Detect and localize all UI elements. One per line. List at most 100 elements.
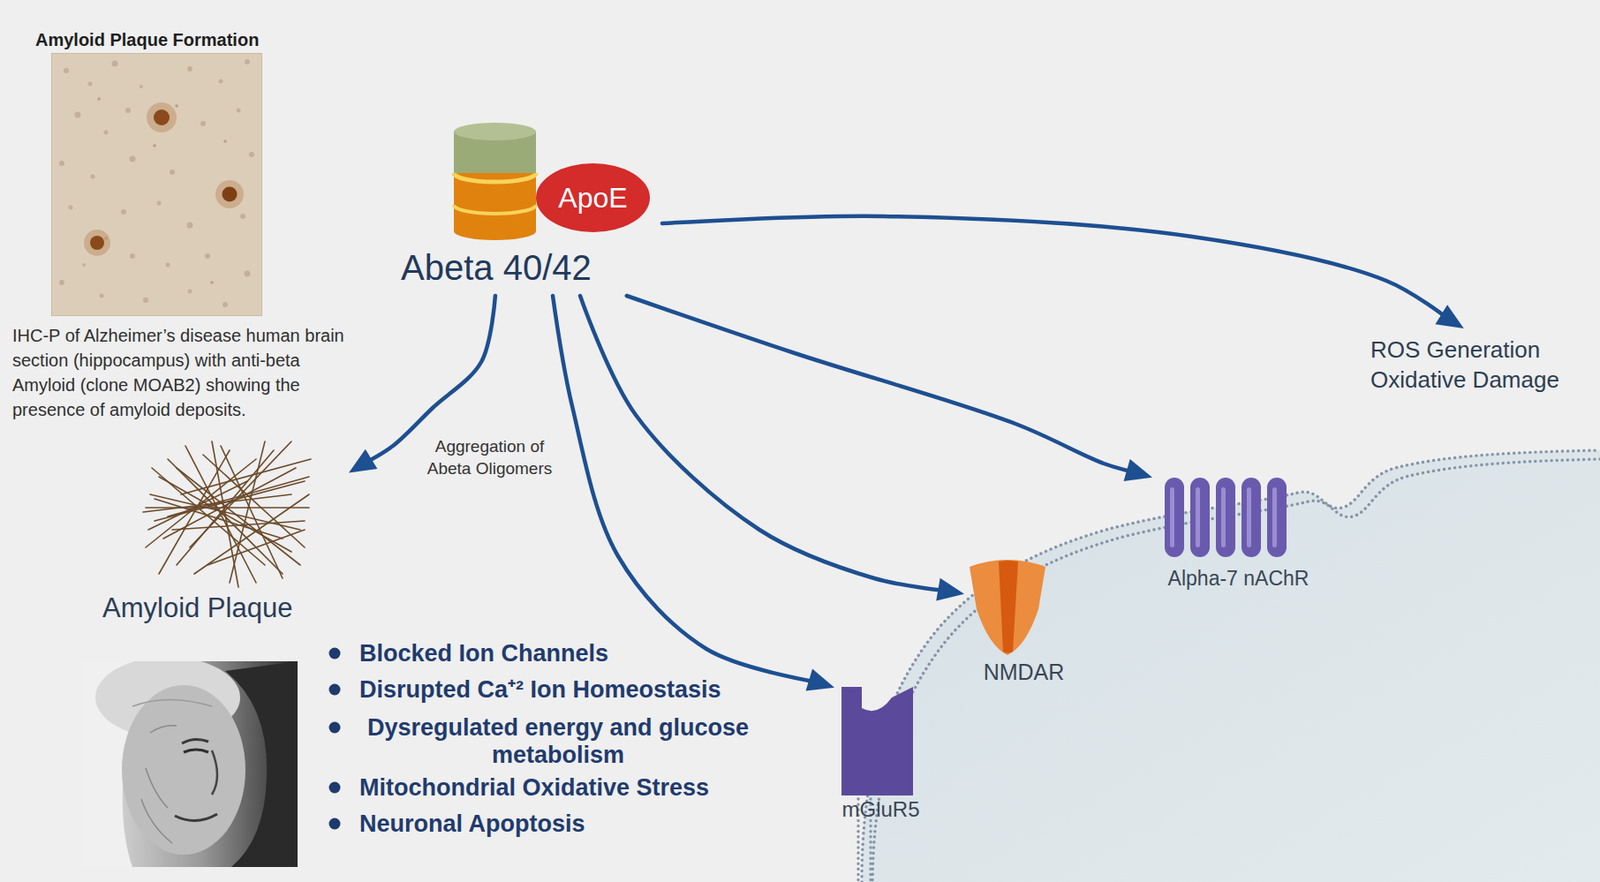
node-label: ROS Generation Oxidative Damage bbox=[1370, 335, 1576, 396]
ihc-micrograph bbox=[146, 102, 177, 133]
alpha7-nachr-icon bbox=[1272, 487, 1277, 548]
node-label: Amyloid Plaque bbox=[102, 592, 293, 625]
amyloid-fibril-icon bbox=[154, 498, 283, 539]
alpha7-nachr-icon bbox=[1164, 477, 1185, 558]
ihc-micrograph bbox=[59, 279, 65, 286]
nmdar-receptor-icon bbox=[998, 560, 1019, 654]
abeta-cylinder-icon bbox=[453, 122, 536, 241]
alpha7-nachr-icon bbox=[1164, 477, 1287, 558]
arrow-connector bbox=[662, 216, 1448, 319]
abeta-cylinder-icon bbox=[453, 122, 536, 141]
neuron-cell bbox=[861, 450, 1600, 882]
ellipse-fill bbox=[535, 163, 650, 233]
amyloid-fibril-icon bbox=[158, 450, 230, 574]
ihc-micrograph bbox=[157, 201, 162, 206]
arrow-head bbox=[348, 449, 378, 474]
ihc-micrograph bbox=[210, 280, 214, 285]
effect-bullet: Mitochondrial Oxidative Stress bbox=[359, 774, 710, 802]
ihc-micrograph bbox=[90, 235, 105, 250]
apoe-ellipse: ApoE bbox=[535, 163, 650, 233]
alpha7-nachr-icon bbox=[1215, 477, 1236, 558]
ihc-micrograph bbox=[99, 294, 105, 299]
connector-group bbox=[662, 216, 1465, 329]
elderly-woman-photo bbox=[174, 814, 218, 822]
ihc-micrograph bbox=[68, 205, 74, 211]
elderly-woman-photo bbox=[81, 661, 298, 868]
amyloid-fibril-icon bbox=[143, 441, 311, 588]
ihc-micrograph bbox=[187, 66, 193, 72]
bullet-dot bbox=[329, 782, 341, 794]
amyloid-plaque-node: Amyloid Plaque bbox=[97, 432, 349, 634]
amyloid-fibril-icon bbox=[194, 494, 310, 574]
alpha7-nachr-icon bbox=[1190, 477, 1210, 558]
node-label: Alpha-7 nAChR bbox=[1168, 566, 1310, 590]
label-slot: Disrupted Ca⁺² Ion Homeostasis bbox=[359, 676, 722, 704]
ihc-micrograph bbox=[215, 180, 244, 209]
edge-label: Aggregation of Abeta Oligomers bbox=[415, 434, 565, 482]
ihc-micrograph bbox=[75, 112, 82, 119]
amyloid-fibril-icon bbox=[207, 529, 305, 566]
effect-bullet: Blocked Ion Channels bbox=[359, 640, 609, 668]
amyloid-fibril-icon bbox=[176, 467, 301, 566]
mglur5-receptor-icon bbox=[841, 686, 914, 796]
nmdar-receptor: NMDAR bbox=[964, 554, 1084, 696]
node-label: NMDAR bbox=[983, 659, 1065, 686]
amyloid-fibril-icon bbox=[189, 441, 292, 548]
ihc-micrograph bbox=[63, 67, 69, 74]
ihc-micrograph bbox=[249, 151, 255, 158]
ihc-micrograph bbox=[223, 139, 227, 144]
connector-group bbox=[580, 295, 965, 601]
ihc-micrograph bbox=[188, 289, 193, 295]
ihc-micrograph bbox=[222, 187, 238, 203]
arrow-head bbox=[935, 578, 965, 602]
arrow-head bbox=[806, 669, 835, 692]
micrograph-caption: IHC-P of Alzheimer’s disease human brain… bbox=[12, 323, 352, 423]
elderly-woman-photo bbox=[181, 739, 209, 744]
amyloid-fibril-icon bbox=[148, 481, 248, 530]
amyloid-fibril-icon bbox=[229, 441, 265, 583]
elderly-woman-photo bbox=[211, 750, 218, 795]
arrow-head bbox=[1124, 459, 1153, 482]
alpha7-nachr-icon bbox=[1169, 487, 1175, 548]
ihc-micrograph bbox=[120, 209, 127, 215]
bullet-dot bbox=[329, 648, 341, 660]
nmdar-receptor-icon bbox=[969, 559, 1046, 656]
label-slot: Neuronal Apoptosis bbox=[359, 810, 586, 838]
abeta-cylinder-icon bbox=[453, 222, 536, 241]
ihc-micrograph bbox=[51, 52, 263, 317]
ihc-micrograph bbox=[169, 169, 175, 175]
ihc-micrograph bbox=[240, 213, 246, 219]
amyloid-fibril-icon bbox=[220, 445, 283, 579]
ihc-micrograph bbox=[90, 174, 96, 180]
label-slot: Blocked Ion Channels bbox=[359, 640, 609, 668]
node-label: mGluR5 bbox=[841, 797, 920, 823]
ihc-micrograph bbox=[88, 82, 93, 87]
bullet-dot bbox=[329, 818, 341, 831]
elderly-woman-photo bbox=[141, 799, 173, 844]
cell-membrane bbox=[858, 450, 1600, 882]
ihc-micrograph bbox=[82, 263, 86, 267]
label-slot: Dysregulated energy and glucose metaboli… bbox=[359, 714, 757, 770]
alpha7-nachr-icon bbox=[1246, 487, 1252, 548]
ihc-micrograph bbox=[83, 229, 111, 257]
ihc-micrograph bbox=[129, 156, 136, 163]
edge-label-slot: Aggregation of Abeta Oligomers bbox=[415, 434, 565, 482]
connector-group bbox=[552, 295, 835, 692]
ihc-micrograph bbox=[143, 297, 149, 303]
alpha7-nachr-icon bbox=[1241, 477, 1261, 558]
bullet-dot bbox=[329, 648, 341, 831]
bullet-dot bbox=[329, 722, 341, 734]
ihc-micrograph bbox=[166, 263, 171, 268]
elderly-woman-photo bbox=[132, 700, 212, 708]
ihc-micrograph bbox=[152, 143, 157, 148]
node-label: Abeta 40/42 bbox=[400, 247, 592, 288]
ihc-micrograph bbox=[97, 97, 227, 285]
nmdar-receptor-icon bbox=[969, 559, 1046, 656]
effect-bullet: Neuronal Apoptosis bbox=[359, 810, 586, 838]
ihc-micrograph bbox=[187, 222, 194, 229]
alpha7-nachr-icon bbox=[1267, 477, 1287, 558]
ihc-micrograph bbox=[104, 130, 109, 136]
abeta-peptide-node: Abeta 40/42 ApoE bbox=[388, 114, 663, 296]
ros-outcome: ROS Generation Oxidative Damage bbox=[1366, 328, 1583, 403]
arrow-connector bbox=[580, 295, 945, 591]
